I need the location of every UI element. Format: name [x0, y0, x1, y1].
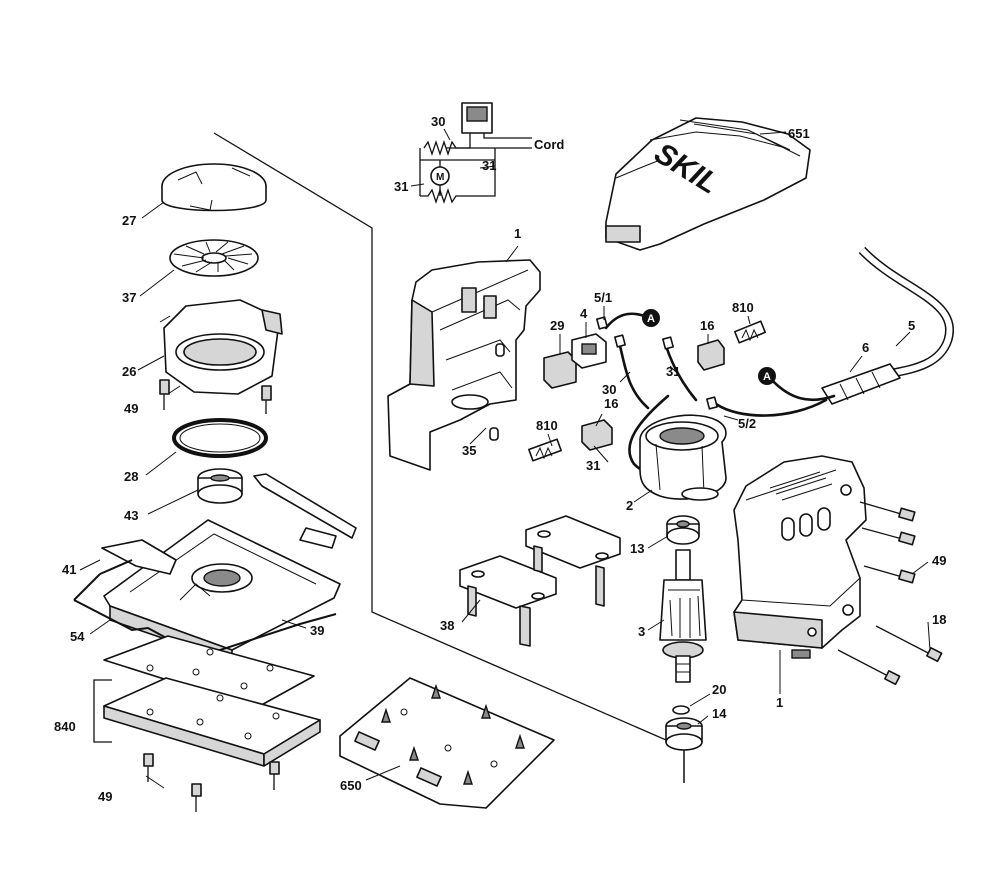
callout-38: 38 [440, 618, 454, 633]
resistor-lower [420, 160, 496, 205]
callout-14: 14 [712, 706, 727, 721]
part-650-base-plate [339, 677, 555, 809]
switch-rocker [466, 106, 488, 122]
callout-810-lower: 810 [536, 418, 558, 433]
callout-37: 37 [122, 290, 136, 305]
callout-26: 26 [122, 364, 136, 379]
callout-16-lower: 16 [604, 396, 618, 411]
callout-49-left-lower: 49 [98, 789, 112, 804]
callout-31-upper: 31 [666, 364, 680, 379]
callout-49-left-upper: 49 [124, 401, 138, 416]
callout-labels: 27 37 26 49 28 43 41 54 39 840 49 650 38… [54, 126, 946, 804]
callout-54: 54 [70, 629, 85, 644]
part-27-cap [161, 163, 267, 212]
callout-31-lower: 31 [586, 458, 600, 473]
part-37-fan [169, 239, 259, 277]
part-840-sanding-pads [93, 635, 321, 767]
part-38-brackets [459, 515, 621, 647]
callout-2: 2 [626, 498, 633, 513]
callout-41: 41 [62, 562, 76, 577]
callout-49-right: 49 [932, 553, 946, 568]
part-810-carbon-brush-upper [733, 320, 767, 344]
part-6-cord-protector [821, 363, 901, 405]
callout-20: 20 [712, 682, 726, 697]
connector-marker-a-lower: A [758, 367, 776, 385]
callout-18: 18 [932, 612, 946, 627]
callout-29: 29 [550, 318, 564, 333]
part-3-armature [659, 549, 707, 683]
marker-a-lower-label: A [763, 371, 771, 383]
callout-5-2: 5/2 [738, 416, 756, 431]
cord-label: Cord [534, 137, 564, 152]
part-26-fan-housing [159, 299, 283, 395]
part-651-housing-cover: SKIL [605, 117, 811, 251]
part-49-screws-right [859, 501, 916, 584]
part-49-screws-left-lower [143, 753, 280, 812]
wiring-schematic: M 30 Cord 31 31 [394, 102, 564, 205]
part-28-o-ring [172, 418, 268, 458]
callout-1-top: 1 [514, 226, 521, 241]
part-43-bearing [197, 468, 243, 504]
part-2-stator [639, 414, 727, 501]
callout-31-schematic-left: 31 [394, 179, 408, 194]
callout-5-1: 5/1 [594, 290, 612, 305]
callout-1-right: 1 [776, 695, 783, 710]
part-4-switch [571, 333, 607, 369]
part-1-motor-housing [387, 259, 541, 471]
leader-lines [79, 131, 931, 789]
callout-651: 651 [788, 126, 810, 141]
part-49-screws-left-upper [159, 379, 272, 414]
callout-30: 30 [602, 382, 616, 397]
callout-43: 43 [124, 508, 138, 523]
callout-5: 5 [908, 318, 915, 333]
part-16-brush-holder-upper [697, 339, 725, 371]
callout-16-upper: 16 [700, 318, 714, 333]
resistor-upper [423, 139, 495, 157]
part-16-brush-holder-lower [581, 419, 613, 451]
motor-symbol-label: M [436, 172, 444, 183]
callout-31-schematic-right: 31 [482, 158, 496, 173]
callout-30-schematic: 30 [431, 114, 445, 129]
callout-6: 6 [862, 340, 869, 355]
callout-28: 28 [124, 469, 138, 484]
part-5-power-cord [858, 246, 955, 381]
part-20-washer [672, 705, 690, 715]
part-810-carbon-brush-lower [528, 438, 562, 462]
part-14-bearing-bottom [665, 717, 703, 751]
callout-3: 3 [638, 624, 645, 639]
part-13-bearing-top [666, 515, 700, 545]
connector-marker-a-upper: A [642, 309, 660, 327]
callout-35: 35 [462, 443, 476, 458]
callout-39: 39 [310, 623, 324, 638]
part-1-main-housing [733, 455, 867, 659]
callout-840: 840 [54, 719, 76, 734]
callout-4: 4 [580, 306, 588, 321]
marker-a-upper-label: A [647, 313, 655, 325]
callout-27: 27 [122, 213, 136, 228]
part-29-switch-cap [543, 351, 577, 389]
part-18-long-screws [837, 625, 943, 686]
callout-13: 13 [630, 541, 644, 556]
callout-810-upper: 810 [732, 300, 754, 315]
terminal-connectors [596, 316, 718, 410]
callout-650: 650 [340, 778, 362, 793]
